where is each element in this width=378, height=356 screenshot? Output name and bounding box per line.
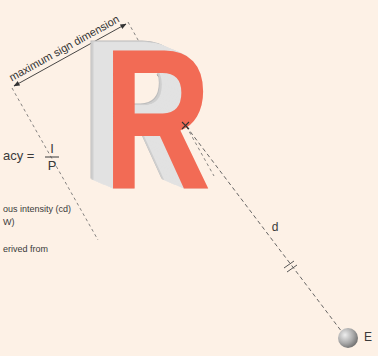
- fraction-bar: [45, 157, 59, 158]
- note-text: W): [3, 218, 15, 228]
- formula-text: acy =: [3, 149, 34, 163]
- formula-numerator: I: [50, 142, 54, 156]
- eye-label: E: [364, 331, 372, 344]
- extension-line: [12, 88, 98, 240]
- distance-label: d: [270, 221, 281, 234]
- break-mark: [284, 261, 297, 272]
- eye-sphere: [338, 328, 358, 348]
- note-text: erived from: [3, 245, 48, 255]
- formula-denominator: P: [48, 159, 57, 173]
- sign-letter: R: [103, 19, 211, 219]
- note-text: ous intensity (cd): [3, 205, 71, 215]
